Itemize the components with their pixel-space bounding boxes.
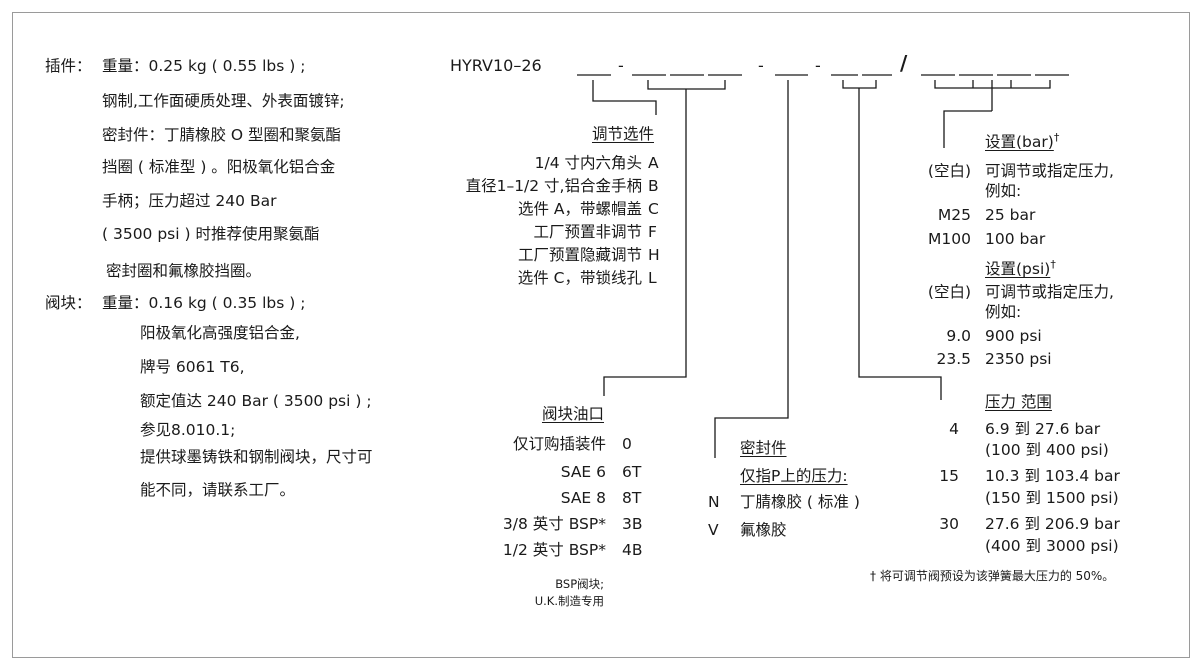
ports-leader: [603, 89, 687, 396]
block-line-7: 能不同，请联系工厂。: [140, 481, 296, 499]
settings-bar-code-m100: M100: [928, 230, 971, 248]
footnote: † 将可调节阀预设为该弹簧最大压力的 50%。: [870, 569, 1115, 583]
seals-leader: [714, 80, 789, 458]
block-line-1: 重量：0.16 kg ( 0.35 lbs ) ;: [102, 294, 306, 312]
insert-line-2: 钢制,工作面硬质处理、外表面镀锌;: [102, 92, 345, 110]
model-code: HYRV10–26: [450, 56, 542, 75]
insert-line-7: 密封圈和氟橡胶挡圈。: [106, 262, 262, 280]
insert-line-4: 挡圈 ( 标准型 ) 。阳极氧化铝合金: [102, 158, 336, 176]
insert-line-3: 密封件：丁腈橡胶 O 型圈和聚氨酯: [102, 126, 342, 144]
ports-note-1: BSP阀块;: [555, 577, 604, 591]
settings-bar-blank-desc1: 可调节或指定压力,: [985, 162, 1114, 180]
pressure-bar-15: 10.3 到 103.4 bar: [985, 467, 1120, 485]
settings-leader-horizontal: [943, 110, 992, 148]
settings-psi-code-23: 23.5: [936, 350, 971, 368]
insert-line-5: 手柄；压力超过 240 Bar: [102, 192, 277, 210]
ports-note-2: U.K.制造专用: [534, 594, 604, 608]
pressure-psi-4: (100 到 400 psi): [985, 441, 1109, 459]
adjust-code-f: F: [648, 223, 657, 241]
ports-code-3b: 3B: [622, 515, 643, 533]
insert-line-1: 重量：0.25 kg ( 0.55 lbs ) ;: [102, 57, 306, 75]
settings-psi-desc-23: 2350 psi: [985, 350, 1052, 368]
settings-bar-title-wrap: 设置(bar)†: [985, 128, 1059, 152]
ports-desc-3b: 3/8 英寸 BSP*: [502, 515, 606, 533]
seals-desc-v: 氟橡胶: [740, 521, 787, 539]
seals-title: 密封件: [740, 439, 787, 457]
pressure-code-15: 15: [939, 467, 959, 485]
settings-bar-blank-desc2: 例如:: [985, 182, 1022, 200]
settings-bar-desc-m100: 100 bar: [985, 230, 1046, 248]
dagger-icon: †: [1053, 131, 1060, 144]
block-line-4: 额定值达 240 Bar ( 3500 psi ) ;: [140, 392, 372, 410]
adjust-code-l: L: [648, 269, 657, 287]
model-slash: /: [900, 51, 908, 75]
settings-bar-desc-m25: 25 bar: [985, 206, 1036, 224]
adjust-desc-f: 工厂预置非调节: [533, 223, 642, 241]
pressure-bar-4: 6.9 到 27.6 bar: [985, 420, 1101, 438]
block-line-3: 牌号 6061 T6,: [140, 358, 245, 376]
seals-subtitle: 仅指P上的压力:: [740, 467, 848, 485]
ports-code-6t: 6T: [622, 463, 642, 481]
ports-code-0: 0: [622, 435, 632, 453]
ports-title: 阀块油口: [541, 405, 604, 423]
block-line-6: 提供球墨铸铁和钢制阀块，尺寸可: [140, 448, 373, 466]
settings-bar-blank-code: (空白): [927, 162, 971, 180]
model-dash-2: -: [758, 56, 764, 75]
settings-psi-title: 设置(psi): [985, 260, 1051, 279]
adjust-desc-a: 1/4 寸内六角头: [534, 154, 642, 172]
pressure-leader: [858, 88, 942, 400]
settings-bar-title: 设置(bar): [985, 133, 1054, 152]
ports-desc-8t: SAE 8: [560, 489, 606, 507]
ports-leader-bracket: [647, 80, 726, 90]
adjust-code-a: A: [648, 154, 659, 172]
ports-code-4b: 4B: [622, 541, 643, 559]
pressure-psi-15: (150 到 1500 psi): [985, 489, 1119, 507]
model-dash-1: -: [618, 56, 624, 75]
pressure-code-30: 30: [939, 515, 959, 533]
diagram-frame: [12, 12, 1190, 658]
pressure-title: 压力 范围: [985, 393, 1052, 411]
ports-desc-6t: SAE 6: [560, 463, 606, 481]
pressure-leader-bracket: [842, 80, 877, 89]
ports-desc-4b: 1/2 英寸 BSP*: [502, 541, 606, 559]
dagger-icon: †: [1050, 258, 1056, 271]
seals-code-v: V: [708, 521, 719, 539]
seals-desc-n: 丁腈橡胶 ( 标准 ): [740, 493, 860, 511]
ports-code-8t: 8T: [622, 489, 642, 507]
settings-psi-title-wrap: 设置(psi)†: [985, 255, 1056, 279]
pressure-bar-30: 27.6 到 206.9 bar: [985, 515, 1120, 533]
pressure-psi-30: (400 到 3000 psi): [985, 537, 1119, 555]
adjust-code-h: H: [648, 246, 660, 264]
block-line-5: 参见8.010.1;: [140, 421, 236, 439]
settings-psi-blank-desc2: 例如:: [985, 303, 1022, 321]
settings-psi-blank-code: (空白): [927, 283, 971, 301]
adjust-code-b: B: [648, 177, 659, 195]
adjust-desc-c: 选件 A，带螺帽盖: [517, 200, 642, 218]
ports-desc-0: 仅订购插装件: [512, 435, 606, 453]
block-line-2: 阳极氧化高强度铝合金,: [140, 324, 300, 342]
adjust-desc-h: 工厂预置隐藏调节: [517, 246, 642, 264]
seals-code-n: N: [708, 493, 720, 511]
pressure-code-4: 4: [949, 420, 959, 438]
settings-bar-code-m25: M25: [937, 206, 971, 224]
model-dash-3: -: [815, 56, 821, 75]
insert-line-6: ( 3500 psi ) 时推荐使用聚氨酯: [102, 225, 320, 243]
block-label: 阀块：: [45, 294, 92, 312]
adjust-leader: [592, 80, 657, 115]
adjust-title: 调节选件: [591, 125, 654, 143]
settings-psi-code-9: 9.0: [946, 327, 971, 345]
settings-psi-desc-9: 900 psi: [985, 327, 1042, 345]
adjust-desc-b: 直径1–1/2 寸,铝合金手柄: [465, 177, 642, 195]
adjust-code-c: C: [648, 200, 659, 218]
insert-label: 插件：: [45, 57, 92, 75]
settings-psi-blank-desc1: 可调节或指定压力,: [985, 283, 1114, 301]
adjust-desc-l: 选件 C，带锁线孔: [517, 269, 642, 287]
